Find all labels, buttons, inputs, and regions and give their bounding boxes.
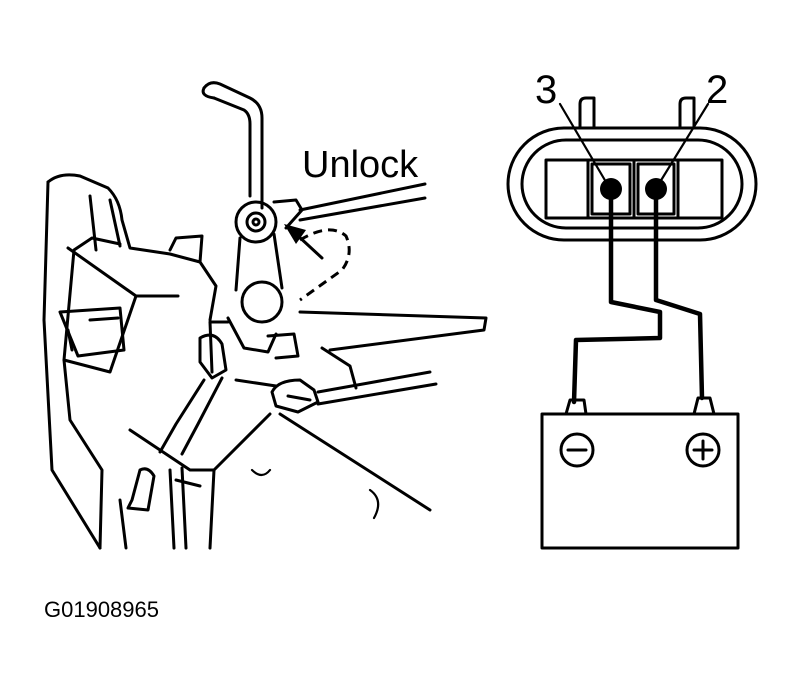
wire-negative (571, 193, 663, 405)
plus-circle-icon (685, 432, 721, 468)
pin-3-leader (558, 102, 608, 184)
pin-2-leader (658, 102, 710, 184)
minus-circle-icon (559, 432, 595, 468)
connector (506, 96, 758, 242)
unlock-arrow-shaft (294, 232, 324, 260)
battery (540, 396, 740, 550)
wire-positive (653, 193, 705, 401)
pin-3-label: 3 (535, 68, 557, 112)
pin-3-terminal (600, 178, 622, 200)
test-wires (571, 193, 705, 405)
unlock-label: Unlock (302, 144, 419, 186)
pin-2-label: 2 (706, 68, 728, 112)
arrow-icon (284, 224, 306, 244)
door-lock-mechanism (42, 81, 488, 550)
figure-code: G01908965 (44, 597, 159, 622)
pin-2-terminal (645, 178, 667, 200)
